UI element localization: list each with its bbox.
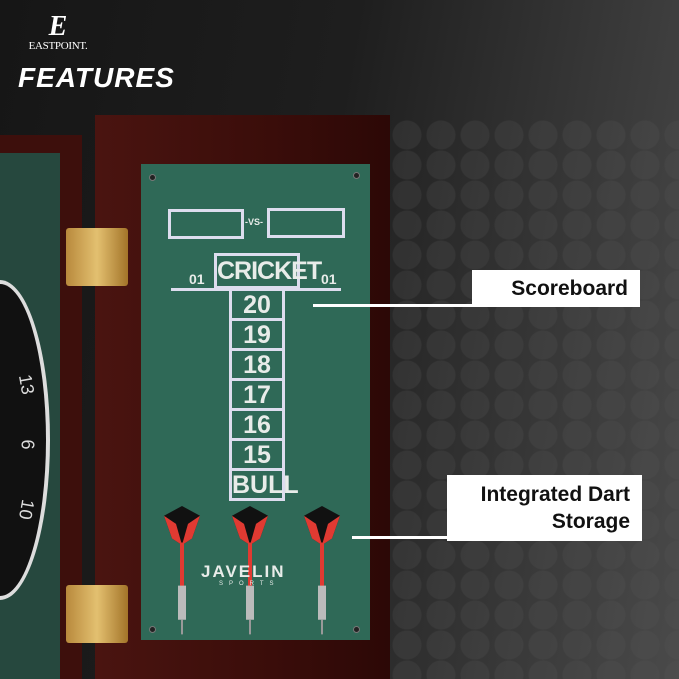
- page-title: FEATURES: [18, 62, 175, 93]
- player1-name-box: [168, 209, 244, 239]
- eastpoint-logo: E EASTPOINT.: [22, 11, 94, 53]
- dart: [304, 506, 340, 635]
- cricket-label: CRICKET: [214, 253, 322, 289]
- cricket-number: BULL: [229, 471, 299, 501]
- vs-label: -VS-: [245, 217, 263, 227]
- right-score: 01: [321, 271, 337, 287]
- hex-background-pattern: [390, 120, 679, 679]
- dart-storage-callout-line: [352, 536, 448, 539]
- left-score: 01: [189, 271, 205, 287]
- scoreboard-callout: Scoreboard: [472, 270, 640, 307]
- board-number: 13: [14, 372, 39, 397]
- dart: [232, 506, 268, 635]
- scoreboard-panel: -VS- CRICKET 01 01 20 19 18 17 16 15 BUL…: [141, 164, 370, 640]
- screw: [149, 174, 156, 181]
- cricket-number: 19: [229, 321, 285, 351]
- logo-mark: E: [48, 11, 68, 42]
- hinge-bottom: [66, 585, 128, 643]
- javelin-logo: JAVELIN: [201, 562, 286, 581]
- screw: [353, 172, 360, 179]
- javelin-sub: SPORTS: [219, 581, 280, 587]
- dart-storage-callout: Integrated Dart Storage: [447, 475, 642, 541]
- cricket-number: 15: [229, 441, 285, 471]
- score-line: [171, 288, 341, 291]
- scoreboard-callout-line: [313, 304, 473, 307]
- dart: [164, 506, 200, 635]
- board-number: 10: [14, 497, 39, 522]
- cricket-number: 18: [229, 351, 285, 381]
- cricket-number: 20: [229, 291, 285, 321]
- screw: [353, 626, 360, 633]
- logo-wordmark: EASTPOINT.: [28, 40, 88, 52]
- board-number: 6: [17, 439, 38, 450]
- cricket-number: 16: [229, 411, 285, 441]
- player2-name-box: [267, 208, 345, 238]
- cricket-number: 17: [229, 381, 285, 411]
- screw: [149, 626, 156, 633]
- hinge-top: [66, 228, 128, 286]
